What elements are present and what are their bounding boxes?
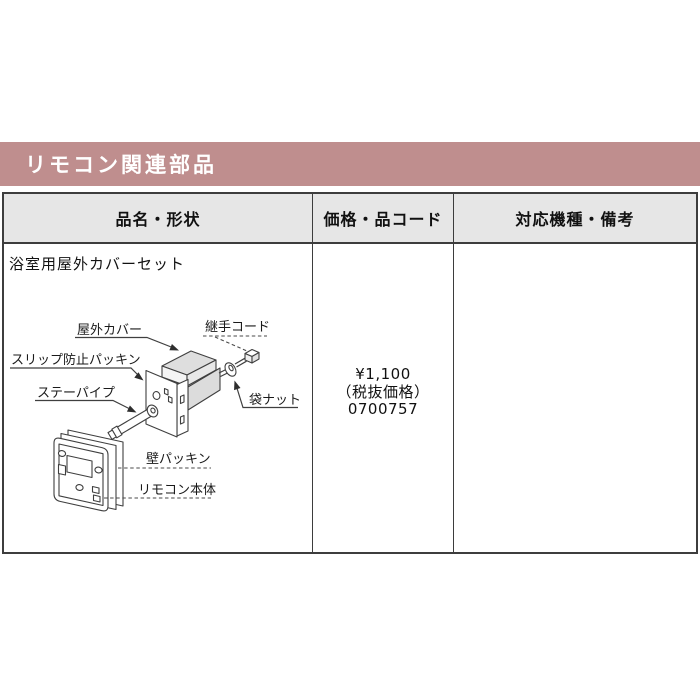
cord-connector-shape (245, 350, 259, 364)
product-diagram: 屋外カバー 継手コード スリップ防止パッキン ステーパイプ 袋ナット 壁パッキン… (4, 320, 301, 552)
product-name: 浴室用屋外カバーセット (9, 255, 186, 273)
col-header-name-shape: 品名・形状 (4, 194, 313, 242)
label-slip-packing: スリップ防止パッキン (11, 352, 141, 368)
remote-body-shape (54, 438, 108, 511)
col-header-models-remarks: 対応機種・備考 (515, 210, 635, 229)
price: ¥1,100 (355, 365, 411, 383)
parts-table: 品名・形状 価格・品コード 対応機種・備考 浴室用屋外カバーセット (2, 192, 698, 554)
section-title-bar: リモコン関連部品 (0, 142, 700, 186)
mounting-bracket-shape (146, 371, 188, 438)
price-note: （税抜価格） (336, 382, 430, 401)
label-wall-packing: 壁パッキン (146, 452, 211, 467)
leader-outdoor-cover (75, 338, 179, 351)
label-outdoor-cover: 屋外カバー (77, 323, 142, 338)
leader-slip-packing (10, 368, 144, 381)
leader-joint-cord (203, 336, 267, 351)
col-header-price-code: 価格・品コード (313, 194, 454, 242)
section-title: リモコン関連部品 (25, 153, 217, 177)
label-stay-pipe: ステーパイプ (37, 386, 115, 401)
models-remarks-cell (454, 244, 696, 552)
joint-cord-shape (219, 358, 247, 378)
price-code-cell: ¥1,100 （税抜価格） 0700757 (313, 244, 454, 552)
leader-stay-pipe (35, 401, 137, 413)
label-joint-cord: 継手コード (205, 320, 270, 335)
leader-cap-nut (234, 380, 298, 407)
table-header-row: 品名・形状 価格・品コード 対応機種・備考 (4, 194, 696, 244)
table-row: 浴室用屋外カバーセット (4, 244, 696, 552)
product-code: 0700757 (347, 400, 419, 418)
product-shape-cell: 浴室用屋外カバーセット (4, 244, 313, 552)
label-cap-nut: 袋ナット (249, 393, 301, 408)
stay-pipe-shape (108, 403, 160, 439)
label-remote-body: リモコン本体 (138, 483, 216, 498)
